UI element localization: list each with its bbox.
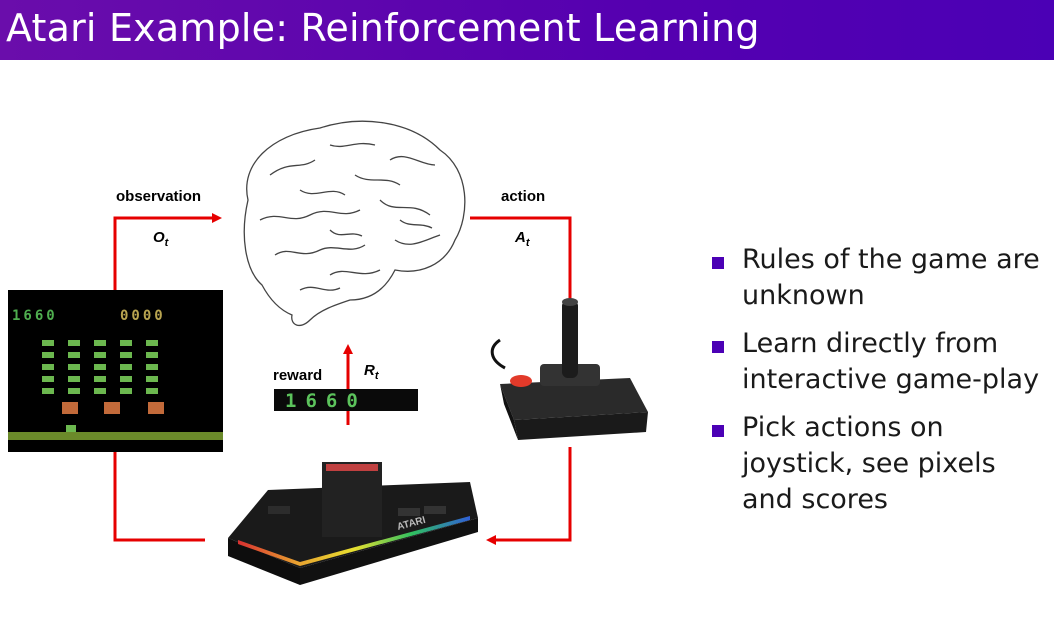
bullet-item: Pick actions on joystick, see pixels and… <box>708 410 1053 518</box>
rl-loop-diagram: 1660 0000 1660 <box>8 120 648 585</box>
bullet-item: Learn directly from interactive game-pla… <box>708 326 1053 398</box>
player-cannon <box>66 425 76 432</box>
bullet-list: Rules of the game are unknown Learn dire… <box>708 242 1053 530</box>
invader-grid <box>42 340 158 394</box>
observation-arrow <box>113 213 222 290</box>
screen-score-left: 1660 <box>12 308 58 324</box>
title-bar: Atari Example: Reinforcement Learning <box>0 0 1054 60</box>
action-label: action <box>501 188 546 205</box>
atari-console-icon: ATARI <box>228 462 478 585</box>
reward-variable: Rt <box>364 362 379 382</box>
bullet-marker-icon <box>712 341 724 353</box>
console-to-screen-line <box>113 452 205 542</box>
joystick-icon <box>490 298 648 440</box>
bullet-text: Pick actions on joystick, see pixels and… <box>742 412 996 515</box>
bullet-marker-icon <box>712 257 724 269</box>
action-arrow <box>470 216 572 300</box>
shields <box>62 402 164 414</box>
screen-score-right: 0000 <box>120 308 166 324</box>
reward-score: 1660 <box>285 390 367 412</box>
game-screen: 1660 0000 <box>8 290 223 452</box>
ground <box>8 432 223 440</box>
action-variable: At <box>515 229 530 249</box>
loop-arrows <box>113 213 572 545</box>
observation-label: observation <box>116 188 202 205</box>
observation-variable: Ot <box>153 229 169 249</box>
brain-icon <box>243 120 466 327</box>
action-to-console-arrow <box>486 447 572 545</box>
bullet-marker-icon <box>712 425 724 437</box>
slide-title: Atari Example: Reinforcement Learning <box>6 6 760 50</box>
bullet-item: Rules of the game are unknown <box>708 242 1053 314</box>
bullet-text: Learn directly from interactive game-pla… <box>742 328 1040 395</box>
reward-label: reward <box>273 367 323 384</box>
bullet-text: Rules of the game are unknown <box>742 244 1040 311</box>
reward-score-display: 1660 <box>274 389 418 412</box>
